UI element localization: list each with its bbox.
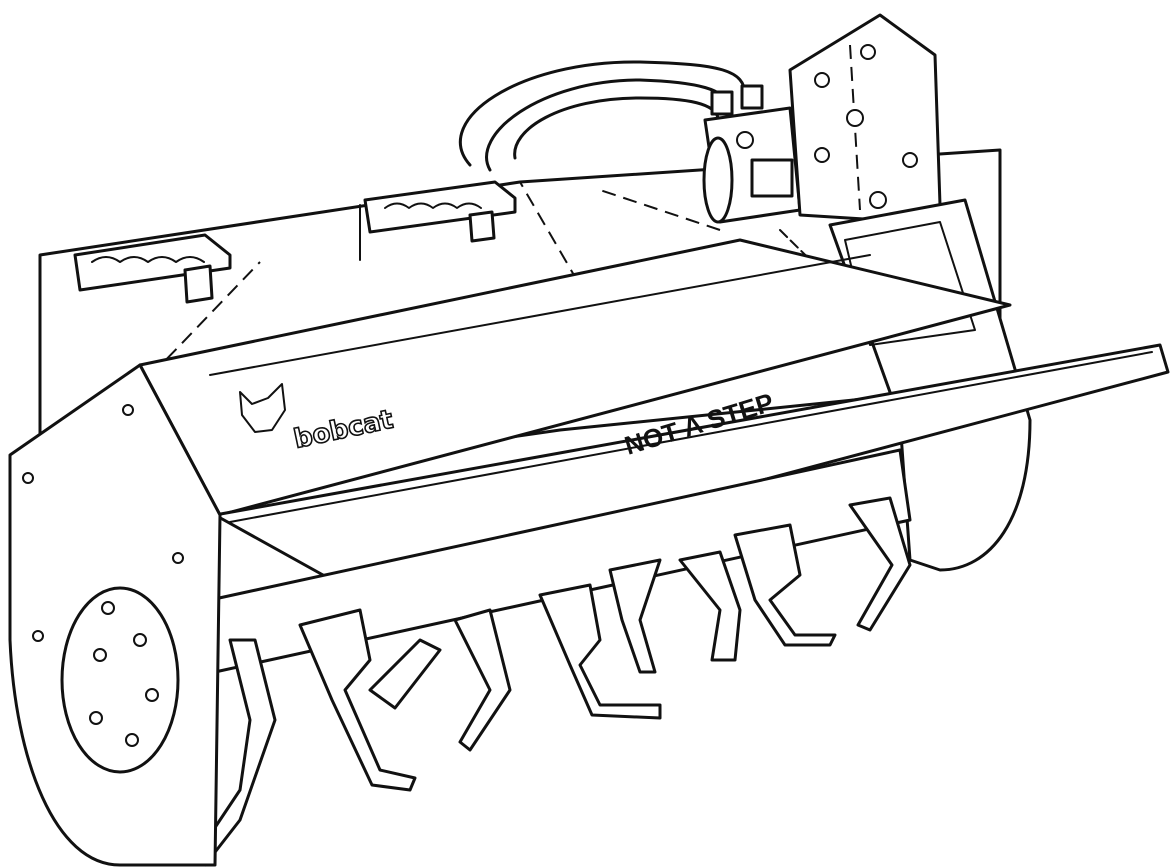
- tine-4: [538, 583, 662, 720]
- tine-8: [848, 496, 912, 632]
- left-mount-bracket: [73, 233, 232, 304]
- tine-5: [608, 558, 662, 674]
- hydraulic-hoses: [458, 60, 764, 172]
- tine-6: [678, 550, 742, 662]
- left-end-plate: [8, 363, 222, 867]
- tine-1: [298, 608, 417, 792]
- tine-3: [453, 608, 512, 752]
- tine-7: [733, 523, 837, 647]
- tiller-tines: [198, 496, 912, 867]
- bobcat-head-icon: [239, 383, 286, 433]
- tine-2: [368, 638, 442, 710]
- hydraulic-motor: [702, 106, 802, 224]
- right-drive-plate: [788, 13, 942, 222]
- center-mount-bracket: [363, 180, 517, 243]
